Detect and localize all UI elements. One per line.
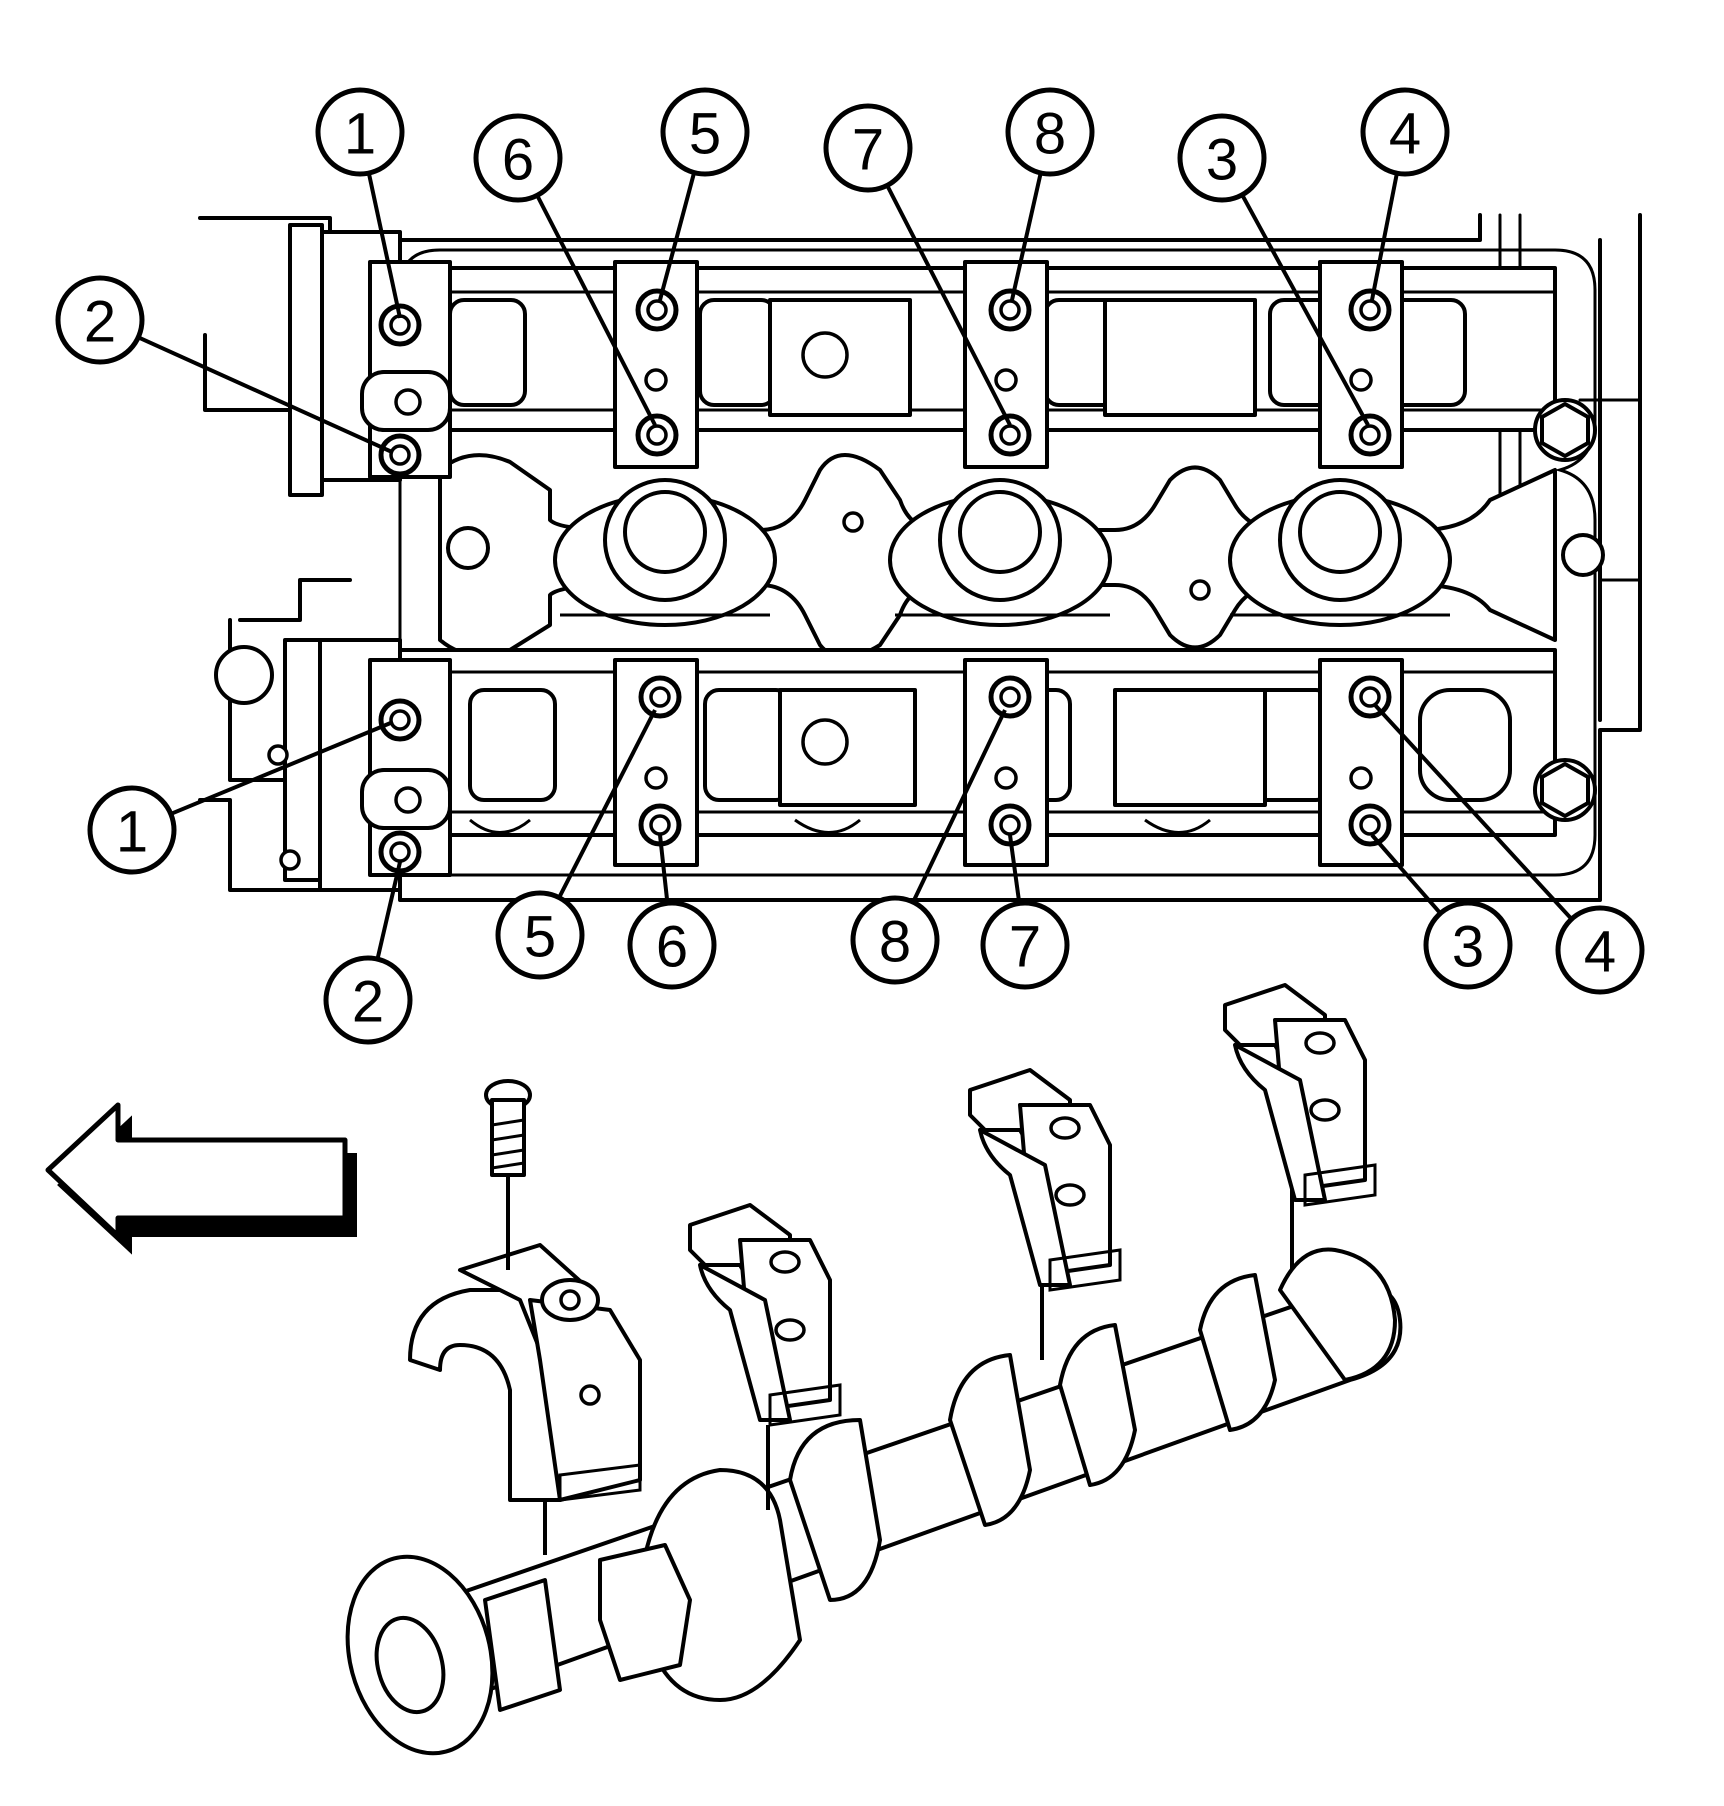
bearing-cap [1223, 983, 1377, 1207]
camshaft-assembly [345, 983, 1403, 1756]
callout-leader [535, 194, 657, 426]
callout-leader [1373, 703, 1574, 921]
cap-bolt-head [988, 675, 1032, 719]
cap-bolt-head [378, 830, 422, 874]
callout-leader [1370, 172, 1399, 301]
spark-plug-well [553, 478, 777, 627]
callout-upper-3: 6 [473, 113, 657, 426]
callout-lower-2: 2 [323, 861, 413, 1045]
callout-number: 1 [344, 102, 376, 167]
callout-leader [375, 861, 402, 960]
bearing-cap [968, 1068, 1122, 1292]
callout-leader [170, 720, 394, 816]
callout-upper-8: 4 [1360, 87, 1450, 301]
callout-leader [658, 172, 697, 301]
callout-lower-7: 3 [1370, 833, 1513, 990]
callout-leader [911, 709, 1007, 903]
callout-number: 3 [1206, 128, 1238, 193]
callout-circle [660, 87, 750, 177]
callout-circle [823, 103, 913, 193]
callout-leader [885, 184, 1012, 426]
callout-number: 2 [84, 290, 116, 355]
callout-number: 1 [116, 800, 148, 865]
callout-circle [1555, 905, 1645, 995]
callout-upper-5: 7 [823, 103, 1012, 426]
callout-number: 6 [656, 915, 688, 980]
callout-lower-4: 6 [627, 834, 717, 990]
callout-circle [473, 113, 563, 203]
callout-number: 7 [852, 118, 884, 183]
callout-upper-4: 5 [658, 87, 750, 301]
cap-bolt-head [378, 698, 422, 742]
callout-leader [658, 834, 670, 904]
cap-bolt-head [635, 288, 679, 332]
callout-number: 5 [524, 905, 556, 970]
callout-circle [1177, 113, 1267, 203]
cap-bolt-head [988, 288, 1032, 332]
callout-upper-2: 2 [55, 275, 393, 454]
front-bearing-cap [408, 1243, 642, 1502]
cap-bolt-head [638, 675, 682, 719]
callout-number: 3 [1452, 915, 1484, 980]
callout-number: 6 [502, 128, 534, 193]
callout-circle [87, 785, 177, 875]
callout-number: 7 [1009, 915, 1041, 980]
callout-circle [323, 955, 413, 1045]
callout-circle [980, 900, 1070, 990]
spark-plug-well [1228, 478, 1452, 627]
callout-number: 4 [1584, 920, 1616, 985]
callout-leader [1370, 833, 1442, 915]
cap-bolt-head [1348, 288, 1392, 332]
callout-number: 8 [1034, 102, 1066, 167]
callout-circle [850, 895, 940, 985]
callout-upper-1: 1 [315, 87, 405, 319]
callout-number: 8 [879, 910, 911, 975]
callout-upper-7: 3 [1177, 113, 1370, 426]
callout-lower-1: 1 [87, 720, 394, 875]
cap-bolt-head [1348, 675, 1392, 719]
callout-leader [1008, 834, 1022, 904]
callout-circle [1423, 900, 1513, 990]
cap-bolt-head [988, 413, 1032, 457]
callout-lower-6: 7 [980, 834, 1070, 990]
arrow-left-icon [45, 1102, 357, 1255]
callout-number: 4 [1389, 102, 1421, 167]
callout-circle [1005, 87, 1095, 177]
cap-bolt-head [378, 433, 422, 477]
callout-leader [1010, 172, 1043, 301]
cap-bolt-head [1348, 803, 1392, 847]
callout-lower-8: 4 [1373, 703, 1645, 995]
cap-bolt [484, 1079, 532, 1270]
callout-lower-5: 8 [850, 709, 1007, 985]
callout-leader [137, 335, 393, 454]
cap-bolt-head [1348, 413, 1392, 457]
callout-circle [627, 900, 717, 990]
callout-circle [315, 87, 405, 177]
callout-number: 2 [352, 970, 384, 1035]
callout-lower-3: 5 [495, 709, 657, 980]
callout-upper-6: 8 [1005, 87, 1095, 301]
cylinder-head [198, 213, 1642, 902]
cap-bolt-head [635, 413, 679, 457]
callout-leader [366, 172, 402, 319]
callout-leader [557, 709, 657, 899]
callout-circle [495, 890, 585, 980]
callout-number: 5 [689, 102, 721, 167]
callout-circle [1360, 87, 1450, 177]
callout-leader [1240, 193, 1370, 426]
bearing-cap [688, 1203, 842, 1427]
callout-circle [55, 275, 145, 365]
spark-plug-well [888, 478, 1112, 627]
